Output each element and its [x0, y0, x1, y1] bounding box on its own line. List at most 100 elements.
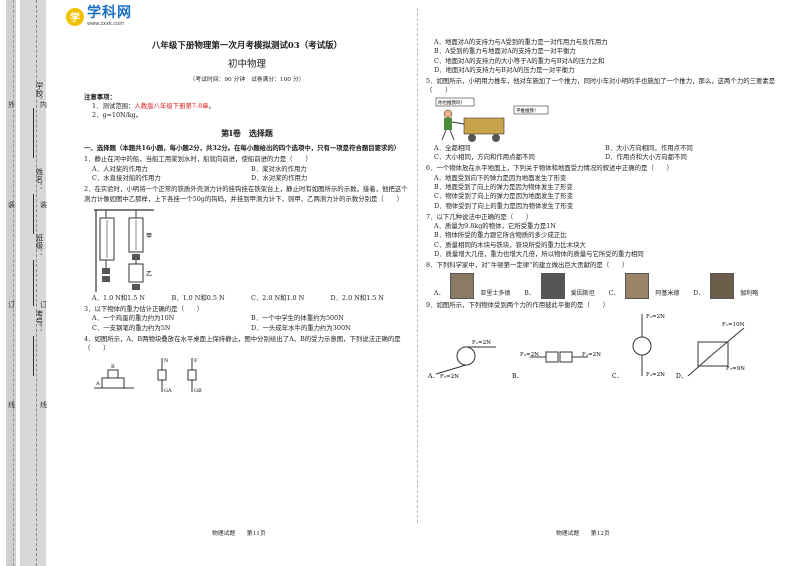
logo-url: www.zxxk.com	[87, 21, 125, 27]
q7-option-c: C．质量相同的木块与铁块，铁块所受的重力比木块大	[434, 240, 586, 249]
portrait-aristotle	[450, 272, 475, 299]
question-3: 3．以下物体的重力估计正确的是（ ） A．一个鸡蛋的重力约为10N B．一个中学…	[84, 305, 410, 333]
section-1-heading: 一、选择题（本题共16小题，每小题2分，共32分。在每小题给出的四个选项中，只有…	[84, 144, 401, 153]
q3-option-b: B．一个中学生的体重约为500N	[251, 314, 344, 323]
exam-number-label: 考号：	[35, 310, 44, 333]
question-8: 8．下列科学家中，对“牛顿第一定律”的建立做出巨大贡献的是（ ） A．亚里士多德…	[426, 261, 776, 299]
q8-option-b: 爱因斯坦	[570, 290, 595, 298]
exam-info: （考试时间：90 分钟 试卷满分：100 分）	[189, 76, 305, 83]
q9a-f2: F₂=2N	[440, 374, 459, 380]
question-7-stem: 7．以下几种说法中正确的是（ ）	[426, 212, 533, 221]
note-1-range: 人教版八年级下册第7-8章	[134, 102, 209, 111]
question-4: 4．如图所示，A、B两物块叠放在水平桌面上保持静止，图中分别给出了A、B的受力示…	[84, 335, 410, 396]
push-cart-figure: 你也推我吗！ 平推推我！	[435, 97, 549, 142]
q4-option-d: D．地面对A的支持力与B对A的压力是一对平衡力	[434, 65, 575, 74]
q9a-f1: F₁=2N	[472, 340, 491, 346]
exam-title: 八年级下册物理第一次月考模拟测试03（考试版）	[151, 41, 343, 51]
q2-option-c: C．2.0 N和1.0 N	[251, 293, 305, 302]
right-column: A．地面对A的支持力与A受到的重力是一对作用力与反作用力 B．A受到的重力与地面…	[426, 38, 776, 382]
notes-heading: 注意事项：	[84, 92, 116, 101]
q2-option-d: D．2.0 N和1.5 N	[330, 293, 384, 302]
portrait-archimedes	[625, 272, 650, 299]
q4-option-c: C．地面对A的支持力的大小等于A的重力与B对A的压力之和	[434, 56, 605, 65]
q8-option-a: 亚里士多德	[480, 290, 511, 298]
name-line	[33, 194, 34, 234]
q9c-f1: F₁=2N	[646, 314, 665, 320]
q3-option-a: A．一个鸡蛋的重力约为10N	[92, 314, 175, 323]
note-1: 1．测试范围：人教版八年级下册第7-8章。	[84, 102, 410, 111]
question-8-stem: 8．下列科学家中，对“牛顿第一定律”的建立做出巨大贡献的是（ ）	[426, 261, 629, 270]
class-label: 班级：	[35, 234, 44, 257]
portrait-galileo	[710, 272, 735, 299]
mark-outer-4: 线	[8, 401, 15, 409]
site-logo: 学 学科网 www.zxxk.com	[66, 6, 132, 27]
q9b-f1: F₁=2N	[582, 352, 601, 358]
q7-option-a: A．质量为9.8kg的物体，它所受重力是1N	[434, 222, 556, 231]
fig4-label-ga: GA	[164, 388, 172, 394]
mark-inner-4: 线	[40, 401, 47, 409]
question-1-stem: 1．静止在河中的船，当船工用桨划水时，船就向前进，使船前进的力是（ ）	[84, 155, 312, 164]
question-1: 1．静止在河中的船，当船工用桨划水时，船就向前进，使船前进的力是（ ） A．人对…	[84, 155, 410, 183]
question-5-stem: 5．如图所示，小明用力推车，他对车施加了一个推力，同时小车对小明的手也施加了一个…	[426, 77, 776, 95]
left-column: 八年级下册物理第一次月考模拟测试03（考试版） 初中物理 （考试时间：90 分钟…	[84, 41, 410, 396]
q6-option-c: C．物体受到了向上的弹力是因为地面发生了形变	[434, 192, 574, 201]
q9d-f2: F₂=9N	[726, 366, 745, 372]
q3-option-d: D．一头成年水牛的重力约为300N	[251, 323, 351, 332]
q6-option-b: B．地面受到了向上的弹力是因为物体发生了形变	[434, 182, 573, 191]
note-1-prefix: 1．测试范围：	[92, 102, 135, 111]
fig4-label-b: B	[111, 364, 115, 370]
exam-subtitle: 初中物理	[227, 59, 266, 71]
fig-label-yi: 乙	[146, 271, 152, 278]
exam-number-line	[33, 336, 34, 376]
q9-option-d: D．	[676, 373, 687, 380]
q8-option-d: 伽利略	[740, 290, 759, 298]
question-7: 7．以下几种说法中正确的是（ ） A．质量为9.8kg的物体，它所受重力是1N …	[426, 213, 776, 259]
mark-inner-1: 内	[40, 101, 47, 109]
q6-option-a: A．地面受到向下的弹力是因为地面发生了形变	[434, 173, 567, 182]
note-1-suffix: 。	[208, 102, 216, 111]
part-1-title: 第Ⅰ卷 选择题	[221, 127, 273, 138]
question-5: 5．如图所示，小明用力推车，他对车施加了一个推力，同时小车对小明的手也施加了一个…	[426, 77, 776, 162]
mark-outer-1: 外	[8, 101, 15, 109]
q9c-f2: F₂=2N	[646, 372, 665, 378]
q5-option-a: A．全都相同	[434, 143, 471, 152]
q5-option-b: B．大小方向相同，作用点不同	[605, 143, 693, 152]
q5-option-d: D．作用点和大小方向都不同	[605, 153, 687, 162]
portrait-einstein	[540, 272, 565, 299]
q1-option-d: D．水对桨的作用力	[251, 173, 308, 182]
q4-option-b: B．A受到的重力与地面对A的支持力是一对平衡力	[434, 47, 576, 56]
q9d-f1: F₁=10N	[722, 322, 745, 328]
force-balance-figure: A． F₁=2N F₂=2N B． F₂=2N F₁=2N C． F₁=2N F…	[427, 313, 745, 380]
question-5-options: A．全都相同 B．大小方向相同，作用点不同 C．大小相同，方向和作用点都不同 D…	[426, 144, 776, 163]
q5-option-c: C．大小相同，方向和作用点都不同	[434, 153, 535, 162]
spring-scale-figure: 甲 乙	[94, 209, 154, 292]
q9-option-a: A．	[427, 373, 438, 380]
binding-cut-line	[36, 0, 37, 566]
mark-inner-3: 订	[40, 301, 47, 309]
q8-option-c: 阿基米德	[655, 290, 680, 298]
question-4-stem: 4．如图所示，A、B两物块叠放在水平桌面上保持静止，图中分别给出了A、B的受力示…	[84, 335, 401, 353]
q7-option-b: B．物体所受的重力跟它所含物质的多少成正比	[434, 231, 567, 240]
column-divider	[417, 8, 418, 523]
fig4-label-a: A	[95, 381, 100, 387]
q4-option-a: A．地面对A的支持力与A受到的重力是一对作用力与反作用力	[434, 38, 608, 46]
q2-option-a: A．1.0 N和1.5 N	[92, 293, 145, 302]
question-3-stem: 3．以下物体的重力估计正确的是（ ）	[84, 305, 204, 314]
footer-left: 物理试题 第11页	[212, 531, 266, 537]
logo-icon: 学	[66, 7, 84, 26]
mark-outer-2: 装	[8, 201, 15, 209]
q6-option-d: D．物体受到了向上的重力是因为物体发生了形变	[434, 201, 574, 210]
note-2: 2．g=10N/kg。	[92, 111, 143, 120]
class-line	[33, 260, 34, 306]
question-2: 2．在实验时，小明将一个正常的铁质外壳测力计的挂钩挂在铁架台上，静止时有如图所示…	[84, 185, 410, 303]
fig4-label-f: F	[194, 358, 198, 364]
q1-option-a: A．人对桨的作用力	[92, 164, 148, 173]
binding-margin: 学校： 姓名： 班级： 考号： 外 装 订 线 内 装 订 线	[0, 0, 48, 566]
school-label: 学校：	[35, 82, 44, 105]
q1-option-c: C．水直接对船的作用力	[92, 173, 161, 182]
stacked-blocks-figure: B A N GA F GB	[94, 357, 202, 394]
question-9: 9．如图所示，下列物体受到两个力的作用彼此平衡的是（ ） A． F₁=2N F₂…	[426, 301, 776, 382]
school-line	[33, 108, 34, 158]
question-2-stem: 2．在实验时，小明将一个正常的铁质外壳测力计的挂钩挂在铁架台上，静止时有如图所示…	[84, 185, 408, 203]
